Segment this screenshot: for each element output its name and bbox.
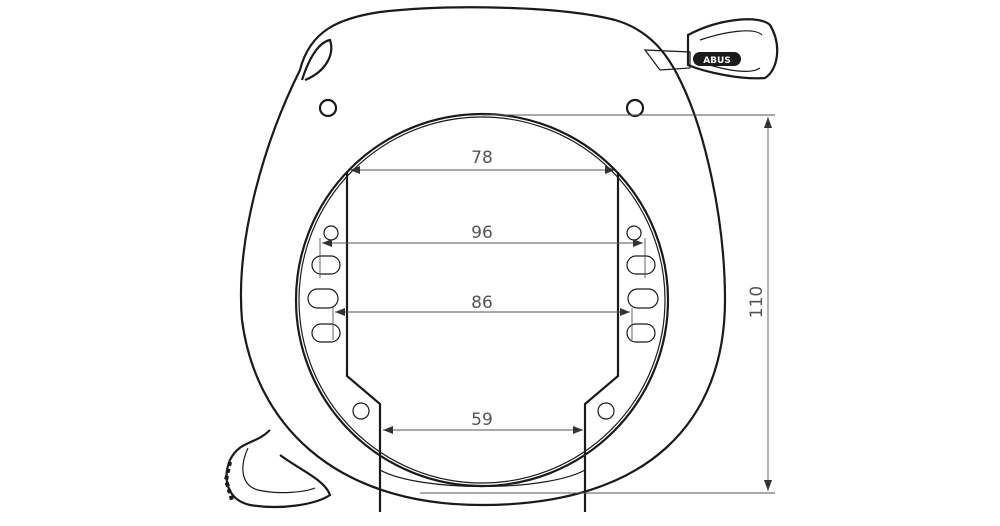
dim-label-86: 86 — [471, 293, 493, 313]
slot-icon — [311, 323, 341, 343]
slot-icon — [626, 255, 656, 275]
hole-icon — [352, 402, 370, 420]
lock-body-outline — [239, 6, 727, 507]
dim-label-78: 78 — [471, 148, 493, 168]
dim-label-59: 59 — [471, 410, 493, 430]
shackle-right — [583, 172, 620, 512]
hole-icon — [597, 402, 615, 420]
hole-icon — [323, 225, 339, 241]
hole-icon — [626, 225, 642, 241]
cable-clip-icon — [223, 429, 332, 509]
dimension-78: 78 — [350, 148, 615, 174]
dimension-96: 96 — [319, 223, 646, 278]
slot-icon — [626, 323, 656, 343]
slot-icon — [627, 288, 659, 309]
key-icon: ABUS — [643, 18, 779, 80]
hole-icon — [318, 98, 338, 118]
slot-icon — [311, 255, 341, 275]
body-notch — [300, 38, 333, 82]
dim-label-96: 96 — [471, 223, 493, 243]
dimension-59: 59 — [383, 410, 583, 434]
shackle-bottom-arc — [379, 469, 586, 488]
shackle-left — [345, 172, 382, 512]
slot-icon — [307, 288, 339, 309]
dim-label-110: 110 — [747, 286, 767, 318]
hole-icon — [625, 98, 645, 118]
dimension-86: 86 — [332, 293, 633, 340]
inner-ring-inner — [298, 116, 666, 484]
brand-logo: ABUS — [703, 56, 731, 66]
dimension-110: 110 — [420, 114, 775, 494]
